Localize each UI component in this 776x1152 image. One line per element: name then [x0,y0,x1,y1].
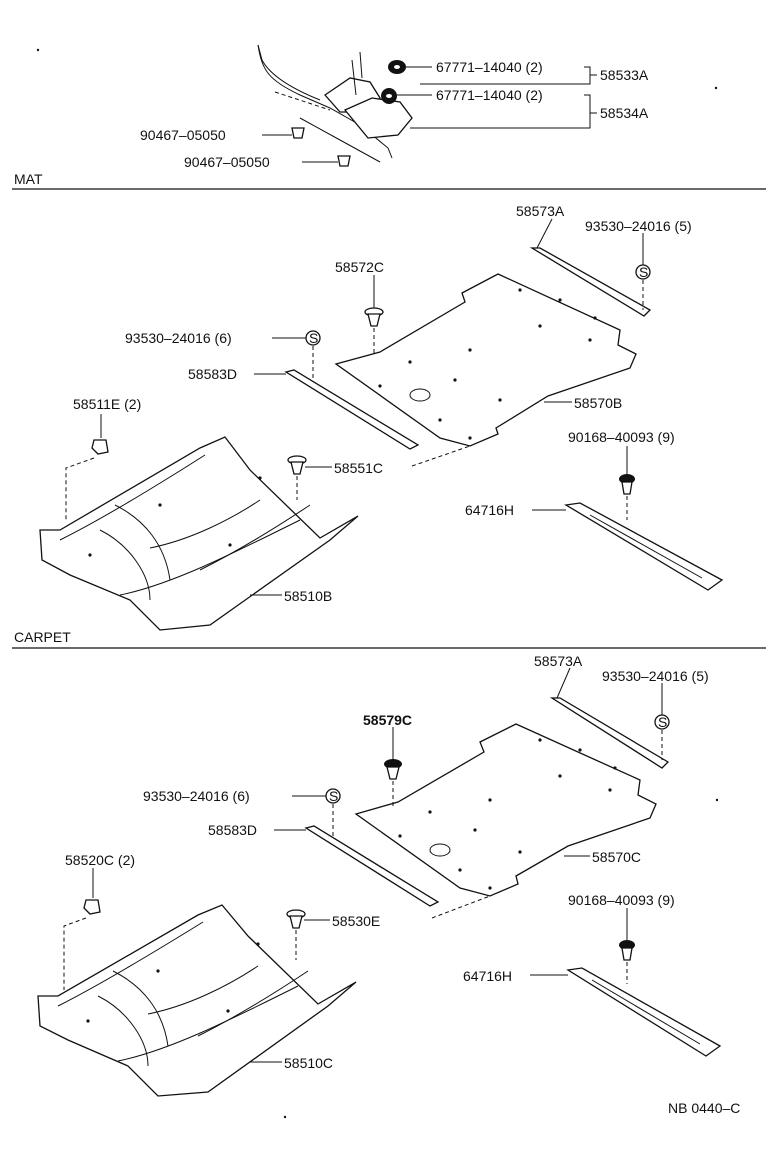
label-90467-05050-a: 90467–05050 [140,127,226,143]
label-58570c: 58570C [592,849,641,865]
label-58570b: 58570B [574,395,622,411]
top-detail: 67771–14040 (2) 67771–14040 (2) 58533A 5… [140,44,649,170]
label-90168-40093-carpet: 90168–40093 (9) [568,892,675,908]
label-58573a-carpet: 58573A [534,653,583,669]
svg-text:S: S [658,714,667,730]
carpet-section: 58573A S 93530–24016 (5) 58570C 58579C [37,653,722,1097]
clip-58530e-icon [286,909,306,929]
plate-64716h-carpet [566,967,722,1057]
label-93530-24016-6-carpet: 93530–24016 (6) [143,788,250,804]
label-90168-40093-mat: 90168–40093 (9) [568,429,675,445]
clip-90168-40093-icon [619,940,635,961]
label-58510b: 58510B [284,588,332,604]
label-67771-14040-a: 67771–14040 (2) [436,59,543,75]
plate-64716h-mat [564,502,724,591]
screw-icon: S [325,788,341,804]
screw-icon: S [305,330,321,346]
label-93530-24016-5-carpet: 93530–24016 (5) [602,668,709,684]
label-90467-05050-b: 90467–05050 [184,154,270,170]
screw-icon: S [654,714,670,730]
diagram-reference-code: NB 0440–C [668,1100,740,1116]
strip-58583d-mat [284,369,420,450]
mat-section: 58573A S 93530–24016 (5) 58570B 58572 [39,203,724,631]
label-58534a: 58534A [600,105,649,121]
label-93530-24016-6-mat: 93530–24016 (6) [125,330,232,346]
grommet-lower-icon [381,88,397,104]
label-67771-14040-b: 67771–14040 (2) [436,87,543,103]
clip-58551c-icon [287,455,307,475]
hook-58520c-icon [83,899,101,915]
carpet-holes [398,738,617,890]
hook-58511e-icon [91,439,109,455]
section-title-mat: MAT [14,171,43,187]
label-58510c: 58510C [284,1055,333,1071]
label-58511e: 58511E (2) [73,396,141,412]
svg-text:S: S [329,788,338,804]
label-58572c: 58572C [335,259,384,275]
clip-58579c-icon [384,759,402,780]
floor-mat-58570b [334,273,637,447]
grommet-upper-icon [388,60,406,74]
label-93530-24016-5-mat: 93530–24016 (5) [585,218,692,234]
label-58551c: 58551C [334,460,383,476]
label-64716h-mat: 64716H [465,502,514,518]
mat-holes [378,288,597,440]
clip-58572c-icon [364,307,384,327]
clip-90168-40093-icon [619,474,635,495]
svg-text:S: S [309,330,318,346]
strip-58583d-carpet [304,825,440,907]
screw-icon: S [635,264,651,280]
label-58583d-carpet: 58583D [208,822,257,838]
label-58583d-mat: 58583D [188,366,237,382]
label-58579c: 58579C [363,712,412,728]
svg-text:S: S [639,264,648,280]
label-58520c: 58520C (2) [65,852,135,868]
section-title-carpet: CARPET [14,629,71,645]
label-58573a-mat: 58573A [516,203,565,219]
clip-lower-icon [337,155,351,167]
label-58530e: 58530E [332,913,380,929]
floor-58510c [37,904,357,1097]
bracket-lower [343,97,413,139]
label-58533a: 58533A [600,67,649,83]
clip-left-icon [291,127,305,139]
floor-carpet-58570c [354,723,657,897]
label-64716h-carpet: 64716H [463,968,512,984]
